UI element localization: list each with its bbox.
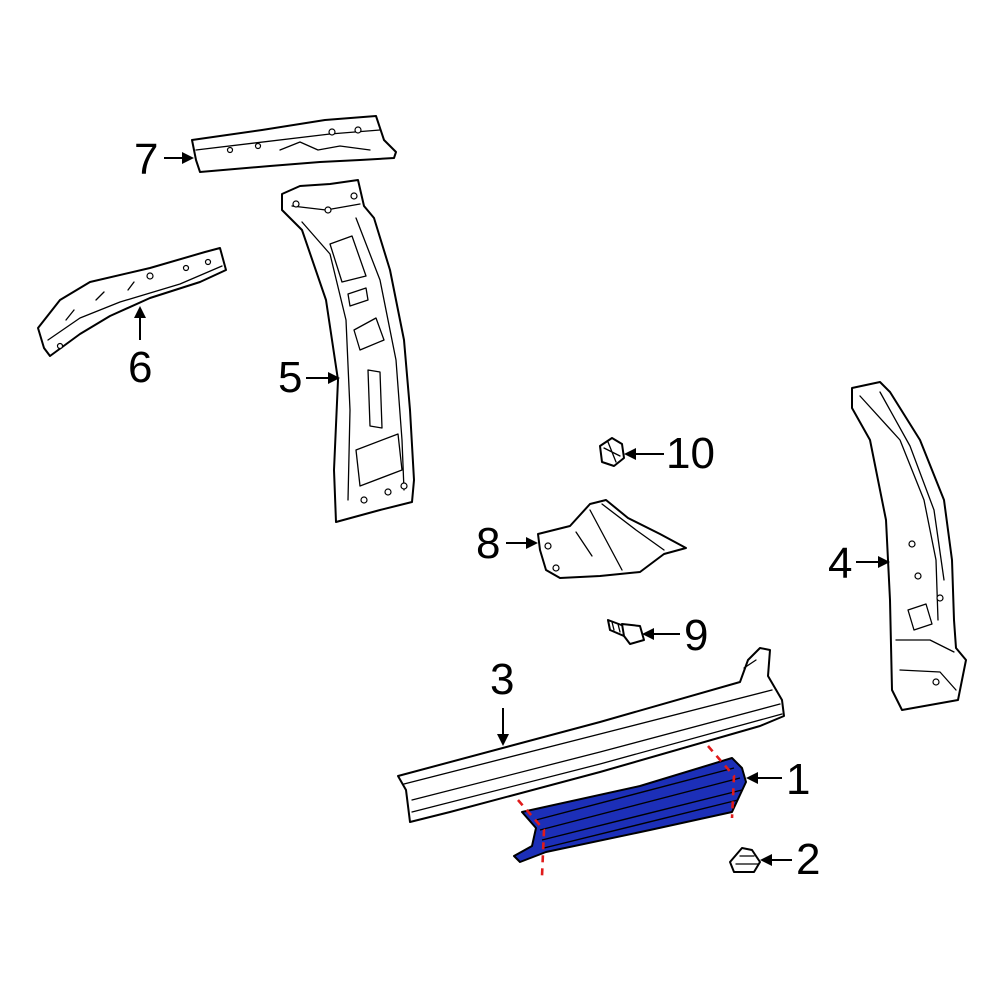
part-6-rail[interactable] [37,247,227,357]
callout-10: 10 [666,429,715,478]
callout-5: 5 [278,353,302,402]
part-1-reinforcement[interactable] [513,757,747,863]
callout-6: 6 [128,343,152,392]
callout-4: 4 [828,539,852,588]
callout-labels: 7 6 5 10 8 9 4 3 1 2 [128,135,852,884]
callout-8: 8 [476,519,500,568]
part-9-bolt[interactable] [607,619,645,645]
callout-1: 1 [786,755,810,804]
callout-2: 2 [796,835,820,884]
callout-9: 9 [684,611,708,660]
part-3-rocker[interactable] [397,647,785,823]
cut-lines [517,745,736,877]
part-2-nut[interactable] [729,847,761,873]
part-7-rail[interactable] [191,115,397,173]
part-10-clip[interactable] [599,437,625,467]
part-4-pillar[interactable] [851,381,967,711]
part-5-pillar[interactable] [281,179,415,523]
part-8-bracket[interactable] [537,499,687,579]
callout-3: 3 [490,655,514,704]
callout-7: 7 [134,135,158,184]
callout-arrows [134,152,890,866]
